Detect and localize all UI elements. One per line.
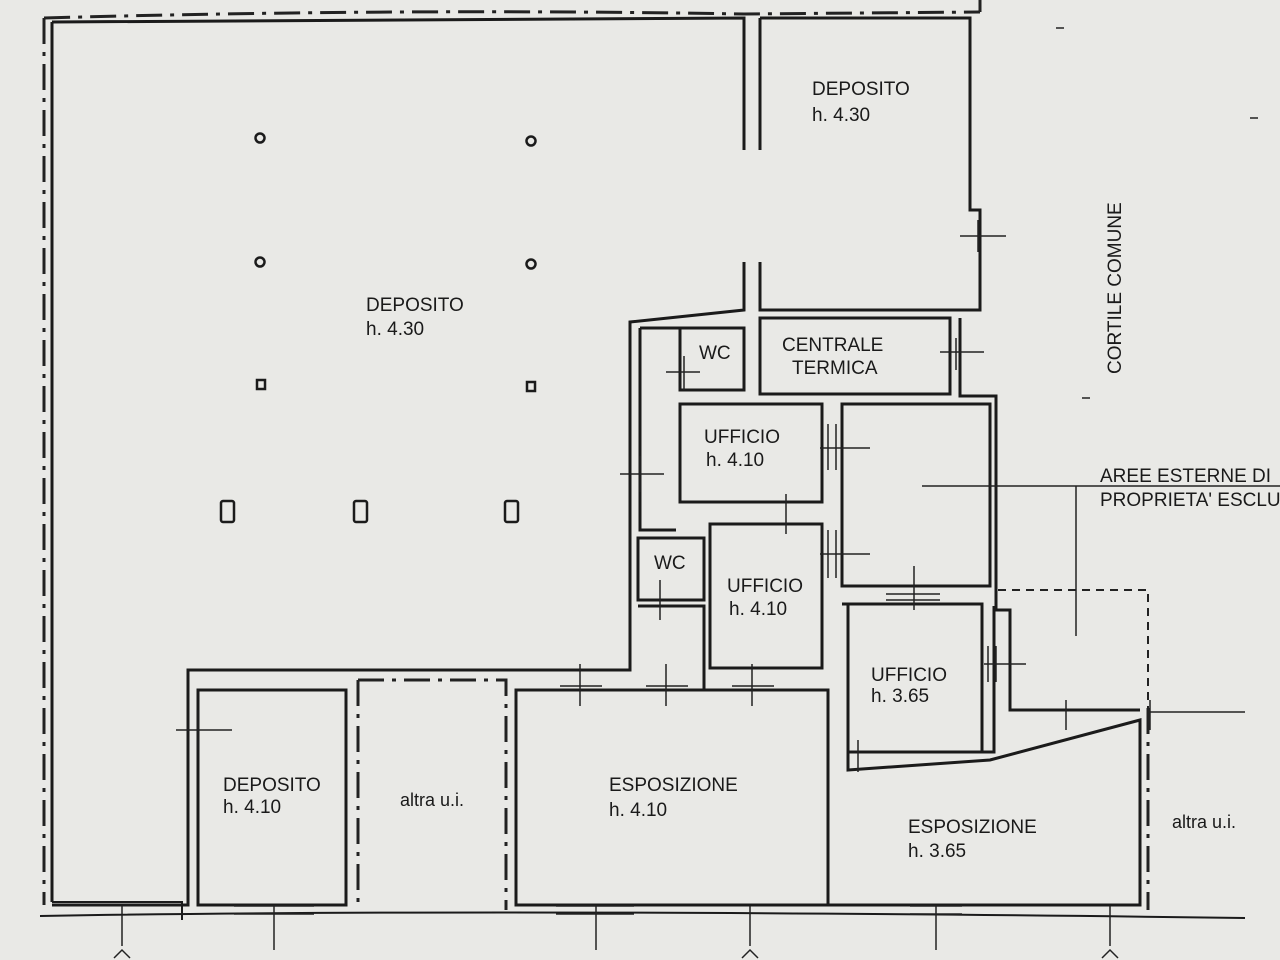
room-height: h. 4.10: [729, 599, 787, 620]
pillar: [352, 499, 369, 524]
pillar: [254, 132, 266, 144]
pillar: [219, 499, 236, 524]
pillar: [255, 378, 267, 391]
pillar: [525, 380, 537, 393]
pillar: [503, 499, 520, 524]
aree-label-line1: AREE ESTERNE DI: [1100, 466, 1271, 487]
pillars: [219, 132, 537, 524]
margin-marks: [1056, 27, 1258, 399]
room-name: UFFICIO: [871, 665, 947, 686]
room-height: h. 4.30: [366, 319, 424, 340]
room-name-line2: TERMICA: [792, 358, 878, 379]
room-name: UFFICIO: [704, 427, 780, 448]
cortile-label: CORTILE COMUNE: [1105, 202, 1126, 374]
room-height: h. 4.10: [609, 800, 667, 821]
room-height: h. 4.10: [223, 797, 281, 818]
pillar: [525, 135, 537, 147]
room-name: altra u.i.: [400, 790, 464, 810]
room-name: ESPOSIZIONE: [609, 775, 738, 796]
room-name: DEPOSITO: [812, 79, 910, 100]
room-name: WC: [699, 343, 731, 364]
interior-walls: [51, 16, 1142, 920]
room-height: h. 4.30: [812, 105, 870, 126]
room-height: h. 3.65: [908, 841, 966, 862]
room-name: altra u.i.: [1172, 812, 1236, 832]
door-marks: [113, 220, 1151, 959]
room-labels: DEPOSITO h. 4.30 DEPOSITO h. 4.30 WC CEN…: [223, 79, 1280, 862]
room-name: DEPOSITO: [366, 295, 464, 316]
aree-label-line2: PROPRIETA' ESCLU: [1100, 490, 1280, 511]
room-name: DEPOSITO: [223, 775, 321, 796]
room-height: h. 4.10: [706, 450, 764, 471]
room-name: WC: [654, 553, 686, 574]
room-height: h. 3.65: [871, 686, 929, 707]
room-name: UFFICIO: [727, 576, 803, 597]
room-name: CENTRALE: [782, 335, 883, 356]
pillar: [254, 256, 266, 268]
room-name: ESPOSIZIONE: [908, 817, 1037, 838]
pillar: [525, 258, 537, 270]
unit-boundaries: [356, 485, 1280, 910]
